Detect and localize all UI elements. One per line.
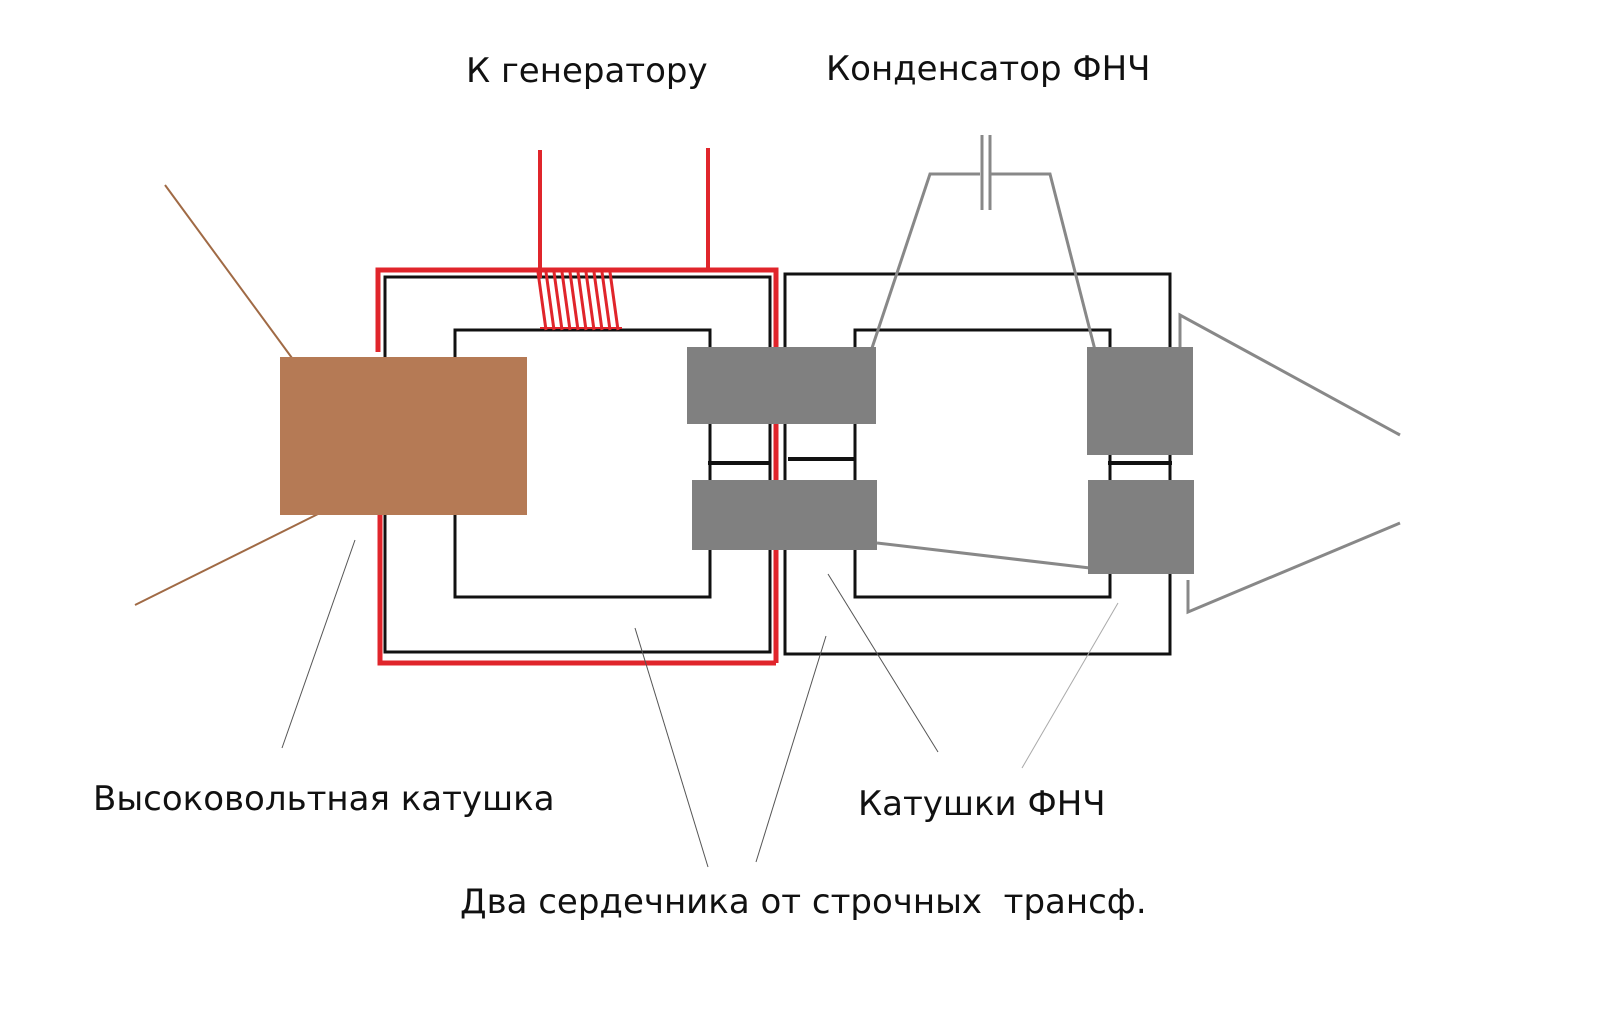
hv-coil-lead-top — [164, 184, 293, 359]
output-spark-gap — [1178, 312, 1401, 615]
lpf-coil-bottom-right — [1088, 480, 1194, 574]
hv-coil-lead-bottom — [134, 513, 319, 606]
lpf-coils — [687, 347, 1194, 574]
capacitor-wires — [870, 172, 1097, 570]
label-two-cores: Два сердечника от строчных трансф. — [460, 882, 1147, 922]
label-lpf-coils: Катушки ФНЧ — [858, 784, 1106, 824]
core-limb-segments — [708, 424, 1172, 480]
primary-winding — [375, 267, 779, 666]
core-gap-bars — [708, 457, 1172, 465]
lpf-capacitor-symbol — [980, 135, 992, 210]
generator-winding-coil — [536, 271, 622, 331]
hv-coil — [280, 357, 527, 515]
lpf-coil-top-left — [687, 347, 876, 424]
label-hv-coil: Высоковольтная катушка — [93, 779, 555, 819]
lpf-coil-top-right — [1087, 347, 1193, 455]
lpf-coil-bottom-left — [692, 480, 877, 550]
label-lpf-capacitor: Конденсатор ФНЧ — [826, 49, 1151, 89]
label-generator: К генератору — [466, 51, 708, 91]
pointer-lines — [281, 539, 1119, 868]
